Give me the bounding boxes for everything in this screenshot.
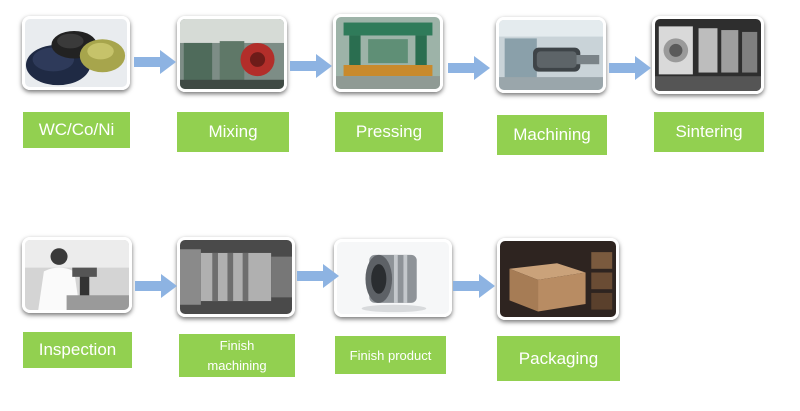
packaging-photo: [497, 238, 619, 320]
pressing-photo: [333, 14, 443, 92]
step-label-text: Sintering: [675, 122, 743, 141]
step-label-finish-product: Finish product: [335, 336, 446, 374]
step-label-sintering: Sintering: [654, 112, 764, 152]
wc-co-ni-powder-photo: [22, 16, 130, 90]
step-label-machining: Machining: [497, 115, 607, 155]
mixing-photo: [177, 16, 287, 92]
flow-arrow-icon: [453, 273, 495, 299]
step-label-text: WC/Co/Ni: [38, 120, 115, 139]
step-label-wc-co-ni: WC/Co/Ni: [23, 112, 130, 148]
step-label-finish-machining: Finish machining: [179, 334, 295, 377]
step-label-text: Packaging: [518, 348, 599, 368]
flow-arrow-icon: [609, 55, 651, 81]
step-label-pressing: Pressing: [335, 112, 443, 152]
flow-arrow-icon: [297, 263, 339, 289]
step-label-text: Pressing: [355, 122, 423, 141]
sintering-photo: [652, 16, 764, 94]
flow-arrow-icon: [290, 53, 332, 79]
step-label-text: Finish machining: [207, 338, 267, 373]
step-label-text: Finish product: [349, 347, 432, 363]
flow-arrow-icon: [135, 273, 177, 299]
machining-photo: [496, 17, 606, 93]
finish-product-photo: [334, 239, 452, 317]
step-label-mixing: Mixing: [177, 112, 289, 152]
step-label-inspection: Inspection: [23, 332, 132, 368]
inspection-photo: [22, 237, 132, 313]
flow-arrow-icon: [448, 55, 490, 81]
step-label-text: Machining: [513, 125, 591, 144]
step-label-packaging: Packaging: [497, 336, 620, 381]
step-label-text: Mixing: [208, 122, 258, 141]
step-label-text: Inspection: [38, 340, 117, 359]
finish-machining-photo: [177, 237, 295, 317]
flow-arrow-icon: [134, 49, 176, 75]
